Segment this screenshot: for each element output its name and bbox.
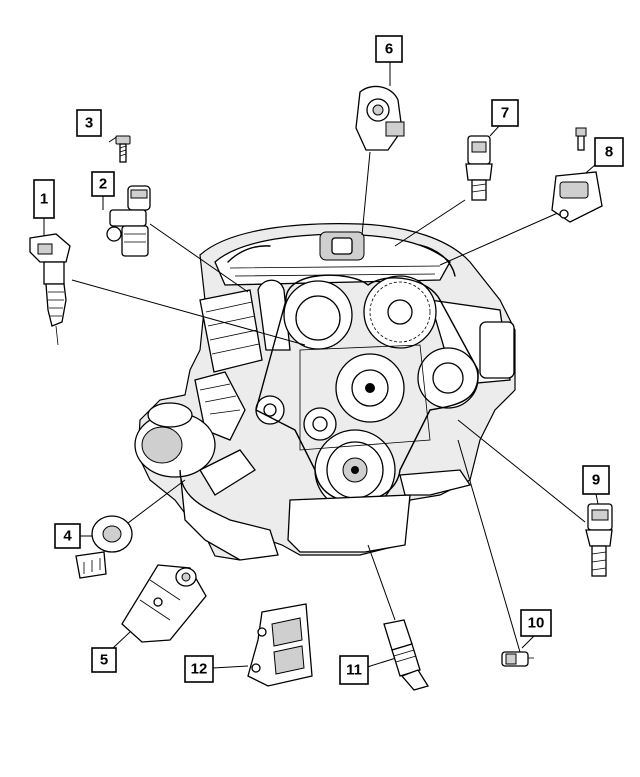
part-7-temp-sender	[465, 135, 493, 201]
callout-label-4: 4	[63, 528, 72, 545]
part-10-oil-switch	[501, 651, 534, 667]
part-5-bracket	[121, 564, 207, 643]
callout-label-2: 2	[99, 176, 107, 193]
callout-label-10: 10	[528, 615, 545, 632]
callout-4: 4	[54, 523, 81, 549]
callout-7: 7	[491, 99, 519, 127]
part-4-knock-sensor	[75, 515, 133, 579]
callout-3: 3	[76, 109, 102, 137]
part-6-throttle-sensor	[355, 85, 405, 151]
callout-label-7: 7	[501, 105, 509, 122]
leader-lines	[43, 62, 599, 669]
callout-8: 8	[594, 137, 624, 167]
callout-5: 5	[91, 647, 117, 673]
callout-label-12: 12	[191, 661, 208, 678]
part-2-cam-sensor	[106, 185, 151, 257]
callout-12: 12	[184, 655, 214, 683]
callout-label-3: 3	[85, 115, 93, 132]
engine-assembly	[134, 223, 516, 561]
part-9-sender	[585, 503, 613, 577]
callout-10: 10	[520, 609, 552, 637]
callout-1: 1	[33, 179, 55, 219]
part-12-heat-shield	[247, 603, 313, 687]
callout-6: 6	[375, 35, 403, 63]
part-8-map-sensor	[551, 127, 603, 223]
callout-label-9: 9	[592, 472, 600, 489]
callout-label-1: 1	[40, 191, 48, 208]
callout-11: 11	[339, 655, 369, 685]
callout-2: 2	[91, 171, 115, 197]
callout-label-11: 11	[346, 662, 362, 679]
callout-label-8: 8	[605, 144, 613, 161]
part-3-bolt	[115, 135, 131, 163]
callout-label-5: 5	[100, 652, 108, 669]
callout-9: 9	[582, 465, 610, 495]
callout-label-6: 6	[385, 41, 393, 58]
part-11-oxygen-sensor	[383, 619, 430, 691]
part-1-ignition-coil	[29, 233, 71, 346]
